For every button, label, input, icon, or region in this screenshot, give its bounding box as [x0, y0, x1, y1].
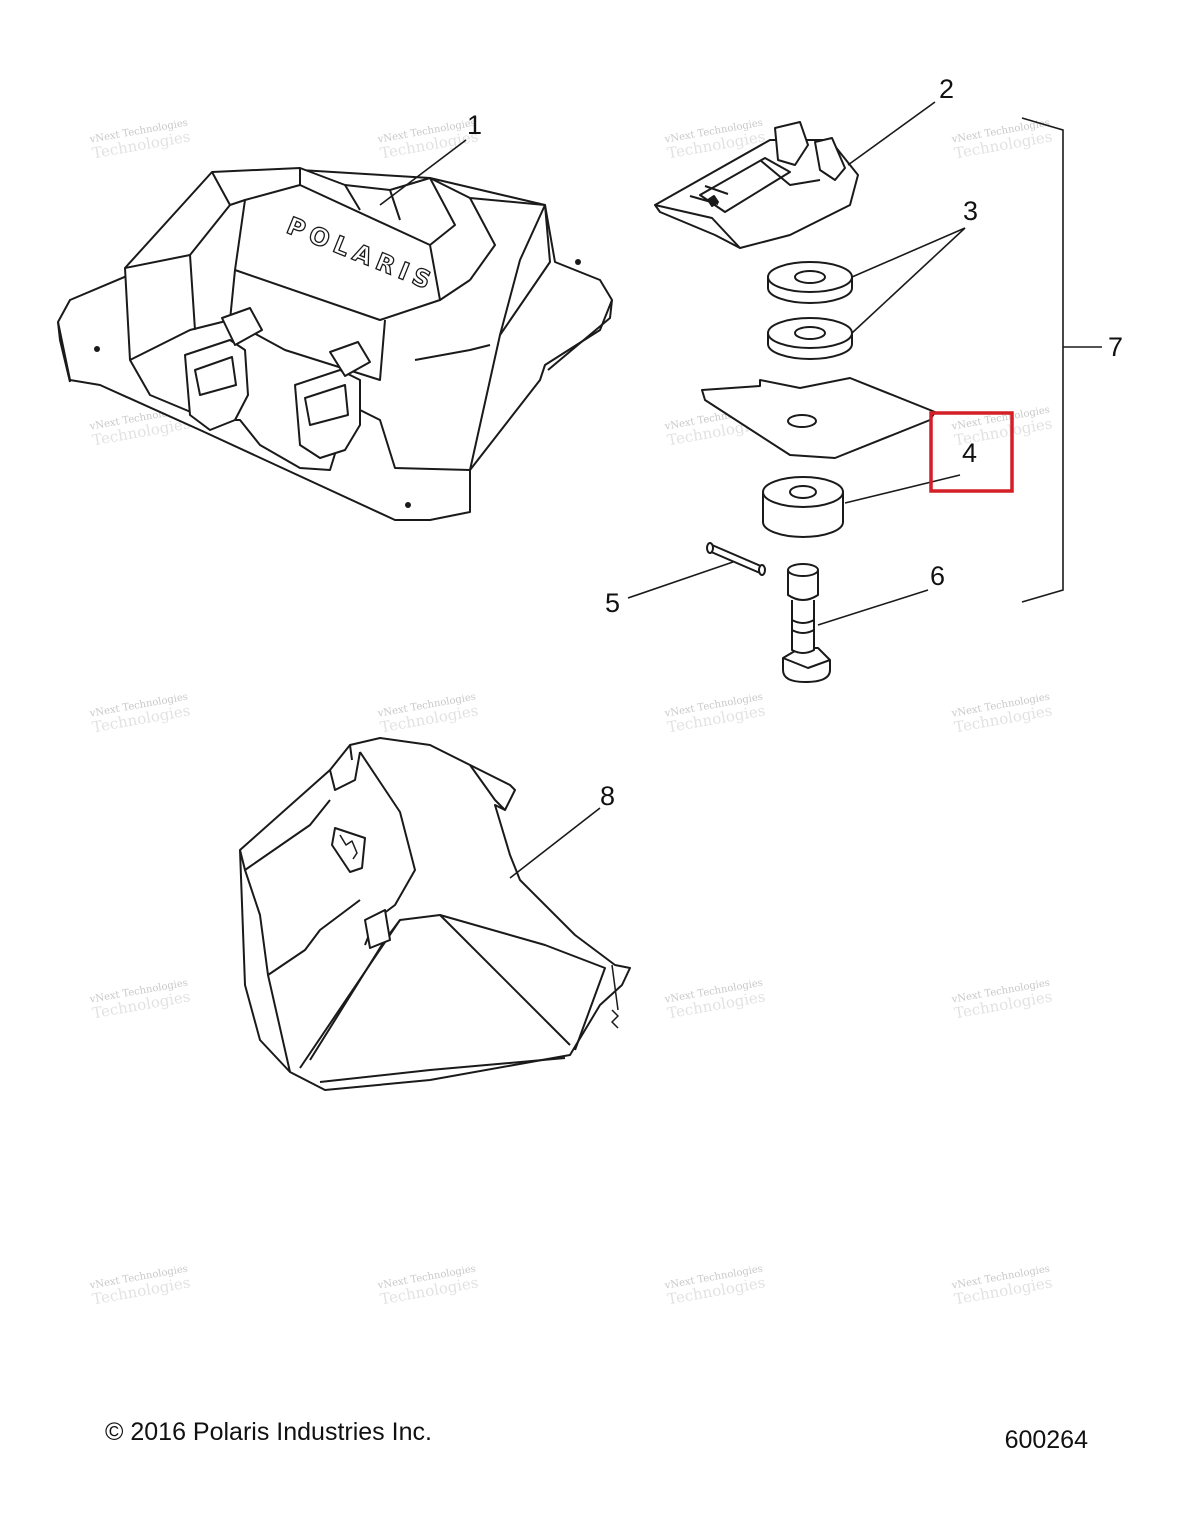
copyright-notice: © 2016 Polaris Industries Inc.	[105, 1418, 432, 1446]
callout-6: 6	[930, 561, 945, 591]
leader-lines	[379, 101, 1102, 879]
part-5-pin	[706, 542, 766, 576]
callout-8: 8	[600, 781, 615, 811]
part-8-storage-bag	[239, 737, 631, 1091]
diagram-reference-number: 600264	[1004, 1426, 1088, 1454]
part-6-post	[782, 563, 831, 683]
callout-3: 3	[963, 196, 978, 226]
part-4-spacer	[762, 476, 844, 538]
callout-2: 2	[939, 74, 954, 104]
highlight-box-part-4	[929, 411, 1014, 493]
callout-4: 4	[962, 438, 977, 468]
callout-5: 5	[605, 588, 620, 618]
part-3-washer-top	[767, 261, 853, 304]
callout-1: 1	[467, 110, 482, 140]
callout-7: 7	[1108, 332, 1123, 362]
part-1-storage-lid	[57, 167, 613, 521]
mounting-plate	[701, 377, 936, 459]
part-3-washer-bottom	[767, 317, 853, 360]
part-2-latch	[654, 121, 859, 249]
